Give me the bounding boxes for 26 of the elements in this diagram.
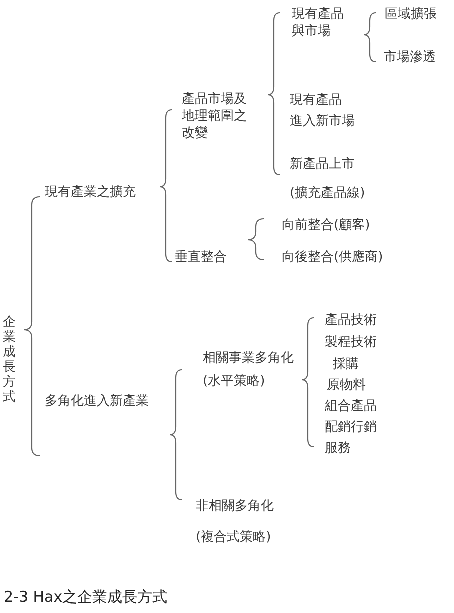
branch-label: 相關事業多角化 [203,350,294,367]
branch-label: 現有產業之擴充 [45,184,136,201]
branch-label: (水平策略) [203,373,266,390]
branch-label: 製程技術 [325,334,377,351]
branch-label: 產品市場及地理範圍之改變 [182,91,248,142]
branch-label: 多角化進入新產業 [45,393,149,410]
branch-label: 服務 [325,440,351,457]
caption: 2-3 Hax之企業成長方式 [4,588,168,607]
branch-label: 原物料 [327,377,366,394]
branch-label: 配銷行銷 [325,419,377,436]
branch-label: 向前整合(顧客) [282,217,370,234]
branch-label: (擴充產品線) [290,185,366,202]
branch-label: 新產品上市 [290,156,356,173]
branch-label: 區域擴張 [385,6,437,23]
branch-label: 產品技術 [325,312,377,329]
branch-label: 向後整合(供應商) [282,249,384,266]
branch-label: 採購 [333,356,359,373]
branch-label: 企業成長方式 [3,315,17,405]
branch-label: 組合產品 [325,398,377,415]
branch-label: 現有產品 [290,92,343,109]
branch-label: 垂直整合 [175,249,227,266]
branch-label: (複合式策略) [196,529,272,546]
branch-label: 進入新市場 [290,113,355,130]
branch-label: 現有產品與市場 [292,6,345,40]
branch-label: 市場滲透 [384,49,436,66]
branch-label: 非相關多角化 [196,498,274,515]
